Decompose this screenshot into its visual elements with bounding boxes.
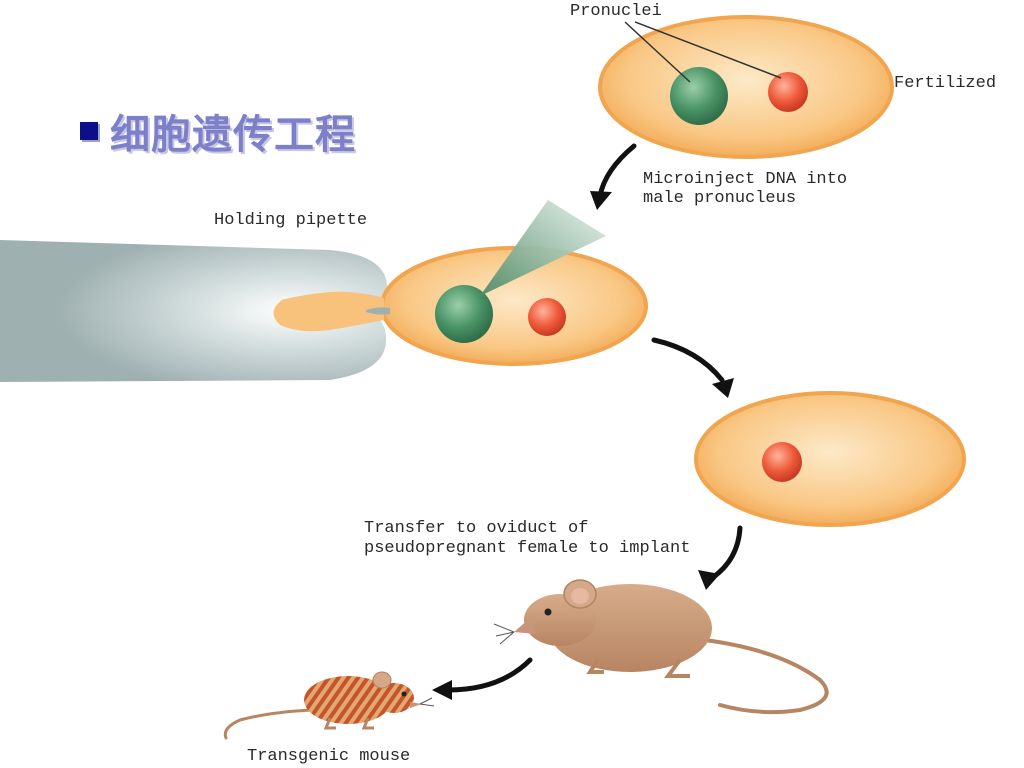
transgenic-egg <box>694 391 966 527</box>
pronuclei-pointer-lines <box>624 21 782 83</box>
arrow-icon <box>432 657 533 700</box>
injection-needle <box>480 200 606 296</box>
transgenic-mouse <box>223 671 435 740</box>
slide-title: 细胞遗传工程 <box>80 102 356 160</box>
female-pronucleus <box>768 72 808 112</box>
label-transgenic-mouse: Transgenic mouse <box>247 747 411 766</box>
label-holding-pipette: Holding pipette <box>214 211 368 230</box>
arrow-icon <box>590 143 637 210</box>
male-pronucleus <box>670 67 728 125</box>
arrow-icon <box>651 337 734 398</box>
male-pronucleus <box>435 285 493 343</box>
label-transfer-2: pseudopregnant female to implant <box>364 539 691 558</box>
fertilized-egg <box>598 15 894 159</box>
pronucleus <box>762 442 802 482</box>
injected-egg <box>273 246 648 366</box>
slide-title-text: 细胞遗传工程 <box>110 112 356 158</box>
label-transfer-1: Transfer to oviduct of <box>364 519 589 538</box>
label-fertilized: Fertilized <box>894 74 997 93</box>
label-microinject-2: male pronucleus <box>643 189 797 208</box>
holding-pipette <box>0 240 388 382</box>
arrow-icon <box>698 525 743 590</box>
female-pronucleus <box>528 298 566 336</box>
label-pronuclei: Pronuclei <box>570 2 662 21</box>
bullet-icon <box>80 122 98 140</box>
female-mouse <box>493 579 829 715</box>
label-microinject-1: Microinject DNA into <box>643 170 848 189</box>
